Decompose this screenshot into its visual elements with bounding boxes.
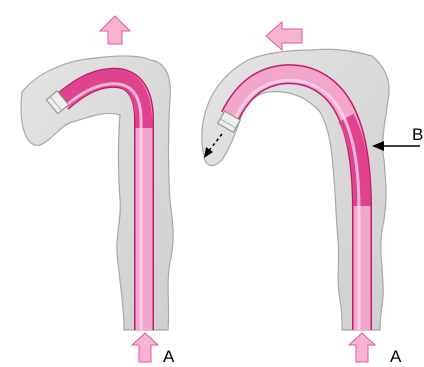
right-panel: B A — [202, 22, 424, 366]
left-up-arrow — [100, 16, 130, 44]
right-left-arrow — [266, 22, 302, 50]
label-a-left: A — [163, 347, 175, 366]
left-push-arrow — [132, 333, 158, 362]
label-a-right: A — [390, 347, 402, 366]
label-b: B — [412, 125, 423, 144]
left-panel: A — [21, 16, 175, 366]
right-push-arrow — [349, 333, 375, 362]
